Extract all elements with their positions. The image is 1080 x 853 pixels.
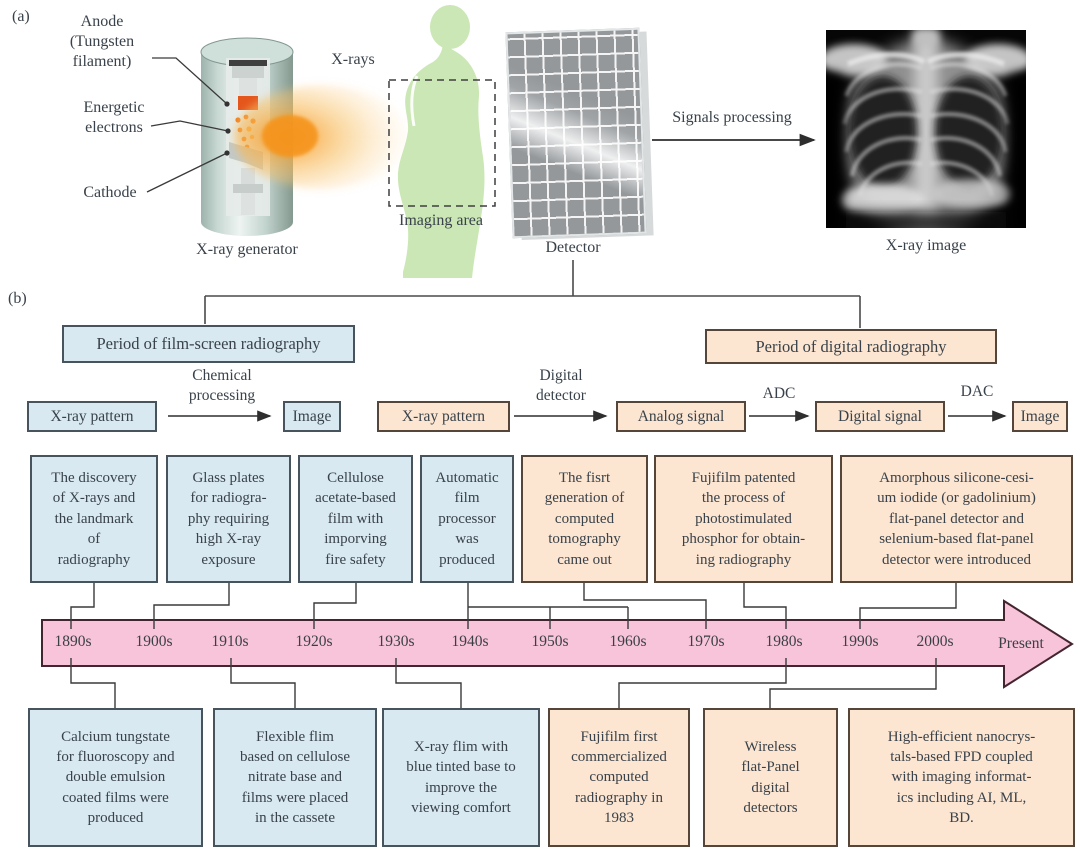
detector-caption: Detector bbox=[545, 239, 601, 256]
decade-1980s: 1980s bbox=[765, 633, 803, 650]
flow-digital-xray-pattern: X-ray pattern bbox=[377, 401, 510, 432]
decade-1890s: 1890s bbox=[54, 633, 92, 650]
event-first-ct: The fisrt generation of computed tomogra… bbox=[521, 455, 648, 583]
digital-detector-label: Digital detector bbox=[536, 367, 586, 404]
event-cellulose-acetate: Cellulose acetate-based film with imporv… bbox=[298, 455, 413, 583]
event-wireless-fpd: Wireless flat-Panel digital detectors bbox=[703, 708, 838, 847]
person-silhouette bbox=[397, 5, 485, 278]
event-fujifilm-cr-1983: Fujifilm first commercialized computed r… bbox=[548, 708, 690, 847]
flow-analog-signal: Analog signal bbox=[616, 401, 746, 432]
energetic-electrons-label: Energetic electrons bbox=[83, 99, 145, 136]
decade-1950s: 1950s bbox=[531, 633, 569, 650]
event-flexible-film: Flexible flim based on cellulose nitrate… bbox=[213, 708, 377, 847]
adc-label: ADC bbox=[762, 385, 796, 402]
dac-label: DAC bbox=[960, 383, 994, 400]
decade-1990s: 1990s bbox=[841, 633, 879, 650]
electron-dots bbox=[235, 114, 256, 150]
panel-a-tag: (a) bbox=[12, 8, 30, 25]
event-nanocrystal-fpd-ai: High-efficient nanocrys- tals-based FPD … bbox=[848, 708, 1075, 847]
event-blue-tinted-film: X-ray flim with blue tinted base to impr… bbox=[382, 708, 540, 847]
xray-generator-caption: X-ray generator bbox=[196, 241, 298, 258]
event-discovery-xrays: The discovery of X-rays and the landmark… bbox=[30, 455, 158, 583]
flow-digital-signal: Digital signal bbox=[815, 401, 945, 432]
decade-1970s: 1970s bbox=[687, 633, 725, 650]
xray-image-illustration bbox=[826, 30, 1026, 228]
xrays-label: X-rays bbox=[331, 51, 375, 68]
decade-1920s: 1920s bbox=[295, 633, 333, 650]
event-glass-plates: Glass plates for radiogra- phy requiring… bbox=[166, 455, 291, 583]
event-fujifilm-phosphor: Fujifilm patented the process of photost… bbox=[654, 455, 833, 583]
flow-digital-image: Image bbox=[1012, 401, 1068, 432]
cathode-label: Cathode bbox=[83, 184, 137, 201]
decade-1960s: 1960s bbox=[609, 633, 647, 650]
decade-1910s: 1910s bbox=[211, 633, 249, 650]
lower-connectors bbox=[70, 658, 937, 708]
era-bracket bbox=[204, 260, 861, 328]
event-automatic-processor: Automatic film processor was produced bbox=[420, 455, 514, 583]
signals-processing-label: Signals processing bbox=[672, 109, 792, 126]
decade-1940s: 1940s bbox=[451, 633, 489, 650]
flow-film-xray-pattern: X-ray pattern bbox=[27, 401, 157, 432]
chemical-processing-label: Chemical processing bbox=[188, 367, 256, 404]
detector-panel-illustration bbox=[505, 27, 647, 239]
xray-image-caption: X-ray image bbox=[885, 237, 967, 254]
event-flat-panel-detectors: Amorphous silicone-cesi- um iodide (or g… bbox=[840, 455, 1073, 583]
generator-pointer-lines bbox=[146, 57, 231, 193]
decade-1930s: 1930s bbox=[377, 633, 415, 650]
xray-beam-glow bbox=[234, 85, 410, 189]
upper-connectors bbox=[70, 583, 957, 629]
xray-generator-illustration bbox=[200, 37, 294, 236]
decade-1900s: 1900s bbox=[135, 633, 173, 650]
anode-label: Anode (Tungsten filament) bbox=[69, 13, 135, 70]
flow-film-image: Image bbox=[283, 401, 341, 432]
timeline-present-label: Present bbox=[998, 635, 1044, 652]
panel-b-tag: (b) bbox=[8, 290, 27, 307]
period-digital-box: Period of digital radiography bbox=[705, 329, 997, 364]
imaging-area-label: Imaging area bbox=[399, 212, 483, 229]
imaging-area-box bbox=[388, 79, 496, 207]
decade-2000s: 2000s bbox=[916, 633, 954, 650]
period-film-screen-box: Period of film-screen radiography bbox=[62, 325, 355, 363]
event-calcium-tungstate: Calcium tungstate for fluoroscopy and do… bbox=[28, 708, 203, 847]
